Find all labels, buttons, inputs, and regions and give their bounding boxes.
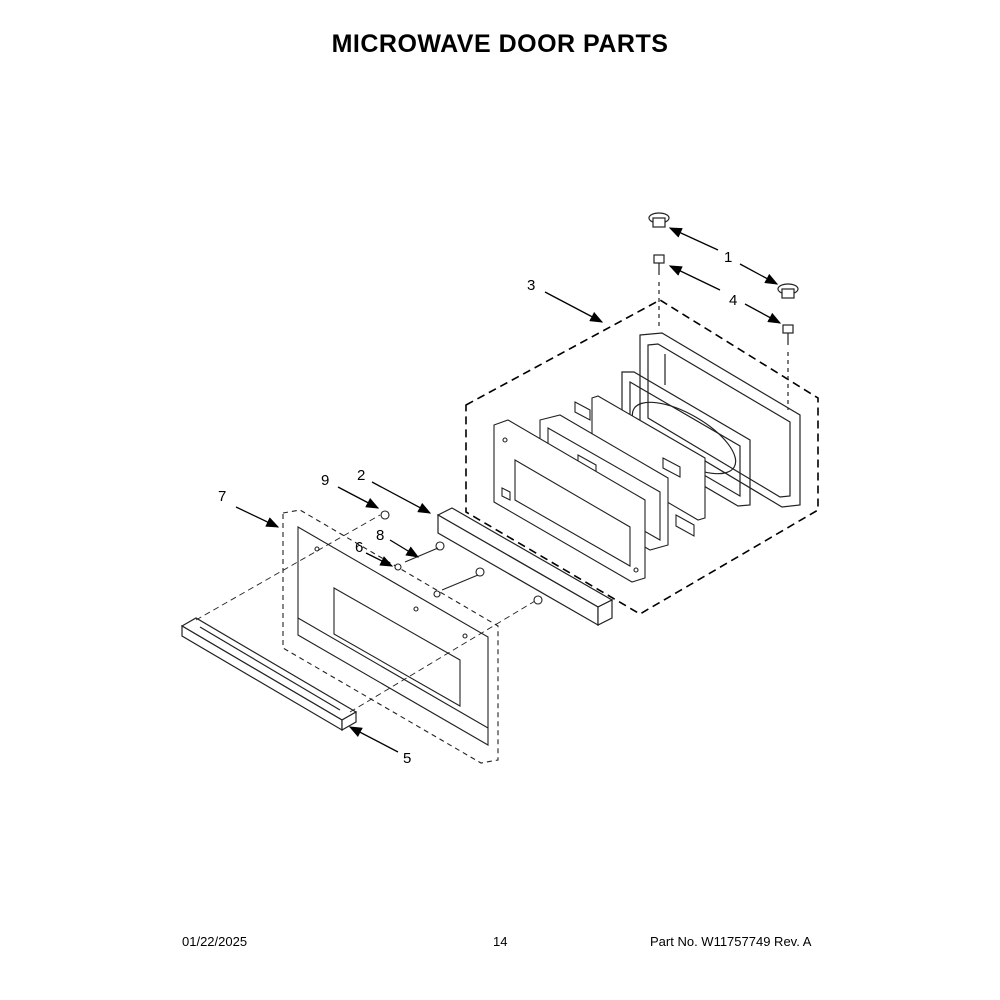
callout-7: 7 (218, 488, 226, 505)
trim-bar-part (436, 507, 614, 627)
footer-page-number: 14 (493, 934, 508, 949)
callouts: 1 2 3 4 5 6 7 8 9 (218, 249, 737, 767)
callout-9: 9 (321, 472, 329, 489)
fasteners (380, 510, 543, 605)
callout-1: 1 (724, 249, 732, 266)
callout-arrows (235, 227, 782, 753)
assembly-3-outline (465, 299, 819, 615)
footer-date: 01/22/2025 (182, 934, 248, 949)
hinge-caps-screws (648, 212, 799, 410)
callout-8: 8 (376, 527, 384, 544)
callout-3: 3 (527, 277, 535, 294)
door-handle-part (180, 617, 358, 732)
callout-4: 4 (729, 292, 737, 309)
glass-panel-part (574, 395, 706, 537)
outer-door-glass-part (282, 509, 499, 764)
page-title: MICROWAVE DOOR PARTS (331, 30, 669, 58)
outer-panel-part (493, 419, 646, 583)
callout-5: 5 (403, 750, 411, 767)
callout-2: 2 (357, 467, 365, 484)
handle-leader-lines (195, 514, 541, 713)
callout-6: 6 (355, 539, 363, 556)
footer-part-number: Part No. W11757749 Rev. A (650, 934, 812, 949)
